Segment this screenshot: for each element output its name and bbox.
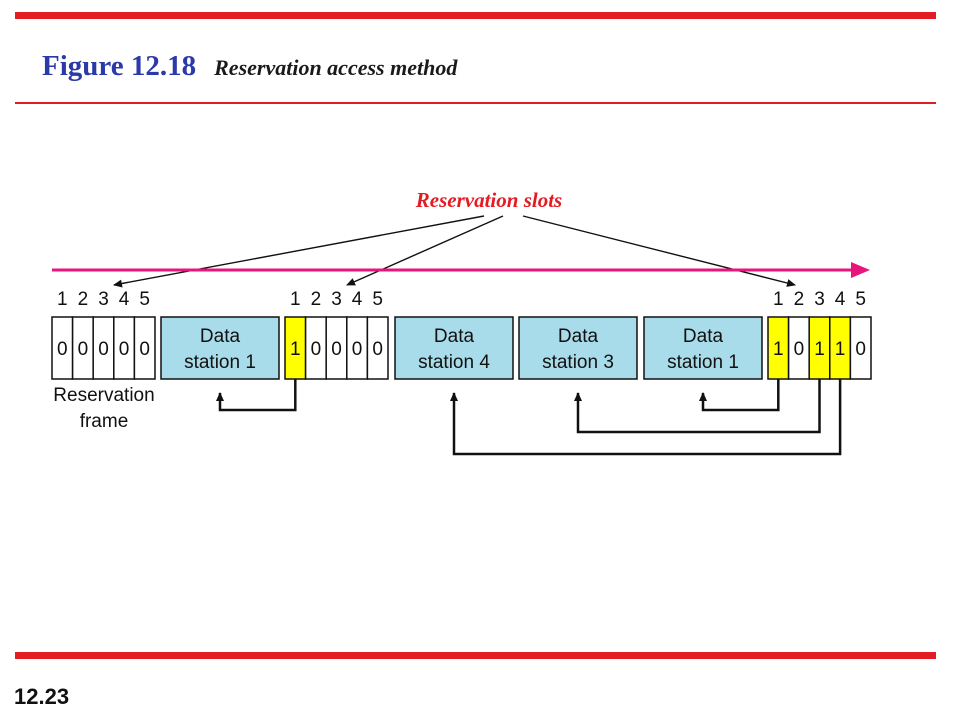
slot-bit: 0 (352, 339, 363, 360)
top-rule-thin (15, 102, 936, 104)
reservation-slots-label: Reservation slots (415, 188, 562, 212)
data-frame-station-3: Data station 3 (518, 316, 638, 380)
data-frame-station-1: Data station 1 (160, 316, 280, 380)
slot-box (849, 316, 872, 380)
slot-bit: 0 (78, 339, 89, 360)
slide-number: 12.23 (14, 684, 70, 709)
data-frame-station-4: Data station 4 (394, 316, 514, 380)
data-frame-label: Data (200, 326, 241, 347)
slot-number: 1 (290, 289, 301, 310)
connector-frame3-slot1-to-station-1 (699, 379, 780, 412)
slot-number: 4 (119, 289, 130, 310)
time-axis-arrowhead (851, 262, 870, 278)
data-frame-station-1-second: Data station 1 (643, 316, 763, 380)
callout-pointers (113, 215, 796, 288)
slot-number: 2 (794, 289, 805, 310)
data-frame-box (394, 316, 514, 380)
pointer-to-frame-2 (346, 215, 504, 286)
figure-caption: Reservation access method (214, 55, 458, 80)
reservation-frame-2: 1 2 3 4 5 1 0 0 0 0 (284, 289, 389, 380)
slot-number: 4 (352, 289, 363, 310)
reservation-connectors (216, 379, 842, 456)
slot-number: 4 (835, 289, 846, 310)
slot-number: 2 (311, 289, 322, 310)
bottom-rule (15, 652, 936, 659)
slot-number: 1 (57, 289, 68, 310)
data-frame-label: station 1 (667, 352, 739, 373)
connector-frame2-slot1-to-station-1 (216, 379, 297, 412)
figure-number: Figure 12.18 (42, 50, 197, 82)
slot-number: 5 (855, 289, 866, 310)
reservation-frame-label: Reservation (53, 385, 154, 406)
slot-bit: 1 (835, 339, 846, 360)
slot-number: 5 (139, 289, 150, 310)
slot-bit: 1 (814, 339, 825, 360)
reservation-frame-label: frame (80, 411, 129, 432)
connector-frame3-slot3-to-station-3 (574, 379, 821, 434)
slot-box (133, 316, 156, 380)
pointer-to-frame-1 (113, 215, 485, 288)
top-rule-thick (15, 12, 936, 19)
slot-bit: 0 (119, 339, 130, 360)
slot-bit: 0 (331, 339, 342, 360)
data-frame-box (160, 316, 280, 380)
slot-bit: 0 (311, 339, 322, 360)
slot-bit: 0 (139, 339, 150, 360)
slot-bit: 0 (57, 339, 68, 360)
figure-title: Figure 12.18 Reservation access method (42, 50, 457, 83)
data-frame-label: Data (558, 326, 599, 347)
slot-bit: 1 (290, 339, 301, 360)
slot-number: 3 (331, 289, 342, 310)
connector-frame3-slot4-to-station-4 (450, 379, 842, 456)
slot-number: 3 (814, 289, 825, 310)
slot-bit: 1 (773, 339, 784, 360)
slot-bit: 0 (372, 339, 383, 360)
slot-number: 2 (78, 289, 89, 310)
slot-box (366, 316, 389, 380)
data-frame-label: station 3 (542, 352, 614, 373)
data-frame-box (518, 316, 638, 380)
slot-bit: 0 (855, 339, 866, 360)
slot-bit: 0 (794, 339, 805, 360)
slot-number: 5 (372, 289, 383, 310)
data-frame-label: Data (434, 326, 475, 347)
data-frame-label: Data (683, 326, 724, 347)
data-frame-label: station 4 (418, 352, 490, 373)
slot-bit: 0 (98, 339, 109, 360)
pointer-to-frame-3 (522, 215, 796, 287)
slot-number: 1 (773, 289, 784, 310)
reservation-frame-3: 1 2 3 4 5 1 0 1 1 0 (767, 289, 872, 380)
slot-number: 3 (98, 289, 109, 310)
data-frame-box (643, 316, 763, 380)
data-frame-label: station 1 (184, 352, 256, 373)
reservation-frame-1: 1 2 3 4 5 0 0 0 0 0 (51, 289, 156, 380)
